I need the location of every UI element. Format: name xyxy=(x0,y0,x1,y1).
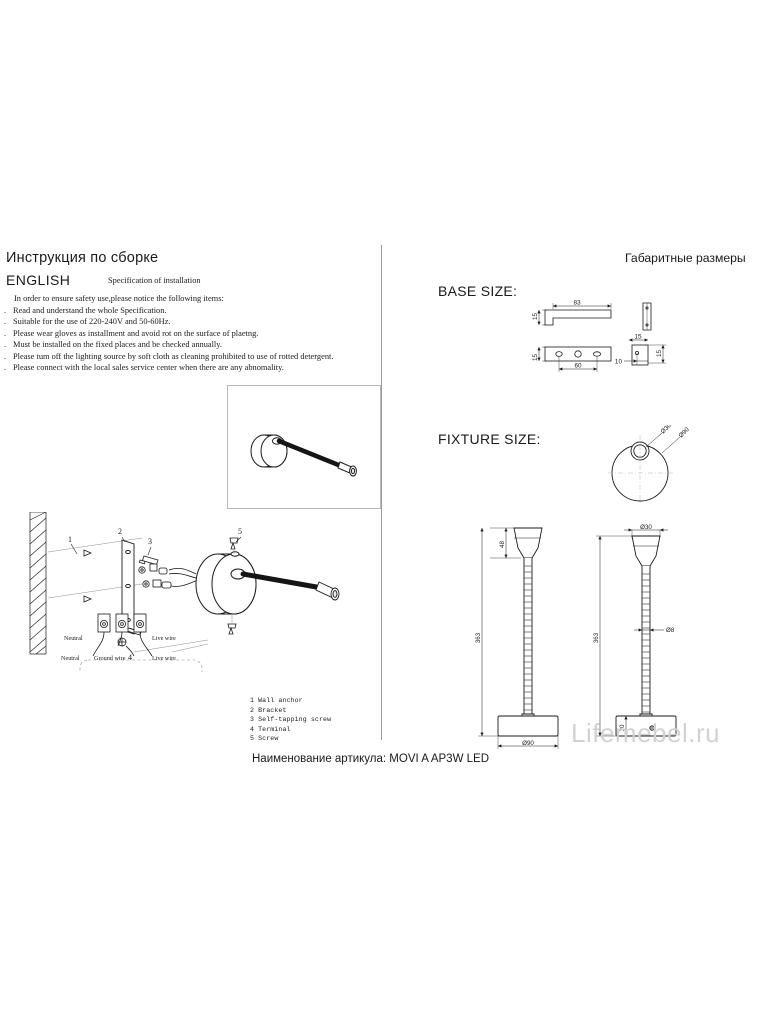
instruction-text: Please connect with the local sales serv… xyxy=(13,363,284,373)
bullet-marker: . xyxy=(4,340,7,350)
list-item: . Please wear gloves as installment and a… xyxy=(4,328,333,339)
parts-list-item: 1 Wall anchor xyxy=(250,697,303,704)
dim-plan-large-dia: Ø90 xyxy=(677,426,691,440)
instruction-text: Please tum off the lighting source by so… xyxy=(13,351,334,361)
parts-list: 1 Wall anchor 2 Bracket 3 Self-tapping s… xyxy=(250,696,331,744)
bullet-marker: . xyxy=(4,328,7,338)
parts-list-item: 2 Bracket xyxy=(250,706,287,714)
installation-wiring-diagram: 1 2 3 4 5 xyxy=(29,512,340,672)
dim-side-height: 15 xyxy=(532,312,539,320)
callout-5: 5 xyxy=(238,527,242,536)
dim-front-height: 15 xyxy=(532,353,539,361)
terminal-wiring-detail: Neutral Live wire Neutral Ground wire Li… xyxy=(61,613,176,662)
instruction-text: Please wear gloves as installment and av… xyxy=(13,328,259,338)
page-title-ru: Инструкция по сборке xyxy=(6,250,159,266)
dim-total-height-right: 363 xyxy=(593,632,600,643)
instruction-text: Read and understand the whole Specificat… xyxy=(13,306,167,315)
callout-4: 4 xyxy=(128,653,132,662)
list-item: . Please tum off the lighting source by s… xyxy=(4,351,333,362)
base-size-drawings: 15 83 15 60 15 15 10 xyxy=(532,300,666,372)
fixture-plan-view: Ø30 Ø90 xyxy=(608,425,691,505)
dimensions-heading-ru: Габаритные размеры xyxy=(625,251,746,265)
dim-end-width: 15 xyxy=(634,334,642,341)
base-size-heading: BASE SIZE: xyxy=(438,283,518,299)
callout-2: 2 xyxy=(118,527,122,536)
wiring-label-live-bottom: Live wire xyxy=(152,655,176,662)
bullet-marker: . xyxy=(4,306,7,315)
fixture-elevation-left: 48 363 Ø90 xyxy=(475,527,559,749)
parts-list-item: 4 Terminal xyxy=(250,725,291,733)
spec-subtitle: Specification of installation xyxy=(108,276,201,285)
dim-plan-small-dia: Ø30 xyxy=(659,425,673,435)
article-name: Наименование артикула: MOVI A AP3W LED xyxy=(252,753,490,765)
bullet-marker: . xyxy=(4,363,7,373)
dim-end-offset: 10 xyxy=(615,359,623,366)
language-heading: ENGLISH xyxy=(6,272,71,288)
wiring-label-live-top: Live wire xyxy=(152,635,176,642)
bullet-marker: . xyxy=(4,351,7,361)
column-divider xyxy=(381,245,382,740)
intro-text: In order to ensure safety use,please not… xyxy=(14,294,224,303)
product-preview-box xyxy=(227,385,381,509)
bullet-marker: . xyxy=(4,317,7,327)
watermark: Lifemebel.ru xyxy=(571,718,721,748)
wiring-label-ground-bottom: Ground wire xyxy=(94,655,126,662)
dim-end-height: 15 xyxy=(656,349,663,357)
list-item: . Please connect with the local sales ser… xyxy=(4,362,333,373)
parts-list-item: 5 Screw xyxy=(250,735,279,743)
list-item: . Suitable for the use of 220-240V and 50… xyxy=(4,316,333,327)
parts-list-item: 3 Self-tapping screw xyxy=(250,716,332,724)
fixture-size-heading: FIXTURE SIZE: xyxy=(438,431,541,447)
dim-hole-spacing: 60 xyxy=(574,363,582,370)
instruction-text: Must be installed on the fixed places an… xyxy=(13,340,222,350)
product-preview-illustration xyxy=(250,434,357,477)
dim-head-dia: Ø30 xyxy=(640,524,652,531)
instruction-list: . Read and understand the whole Specifica… xyxy=(4,305,333,373)
list-item: . Read and understand the whole Specifica… xyxy=(4,305,333,316)
dim-total-height-left: 363 xyxy=(475,632,482,643)
dim-base-height: 30 xyxy=(619,724,626,731)
dim-base-dia: Ø90 xyxy=(522,740,534,747)
list-item: . Must be installed on the fixed places a… xyxy=(4,339,333,350)
wiring-label-neutral-bottom: Neutral xyxy=(61,655,80,662)
dim-top-length: 83 xyxy=(573,300,581,307)
wiring-label-neutral-top: Neutral xyxy=(64,635,83,642)
callout-1: 1 xyxy=(68,535,72,544)
dim-gooseneck-dia: Ø8 xyxy=(666,627,675,634)
fixture-elevation-right: Ø30 Ø8 363 30 xyxy=(593,524,677,737)
callout-3: 3 xyxy=(148,537,152,546)
dim-head-height: 48 xyxy=(499,541,506,548)
instruction-text: Suitable for the use of 220-240V and 50-… xyxy=(13,317,171,327)
